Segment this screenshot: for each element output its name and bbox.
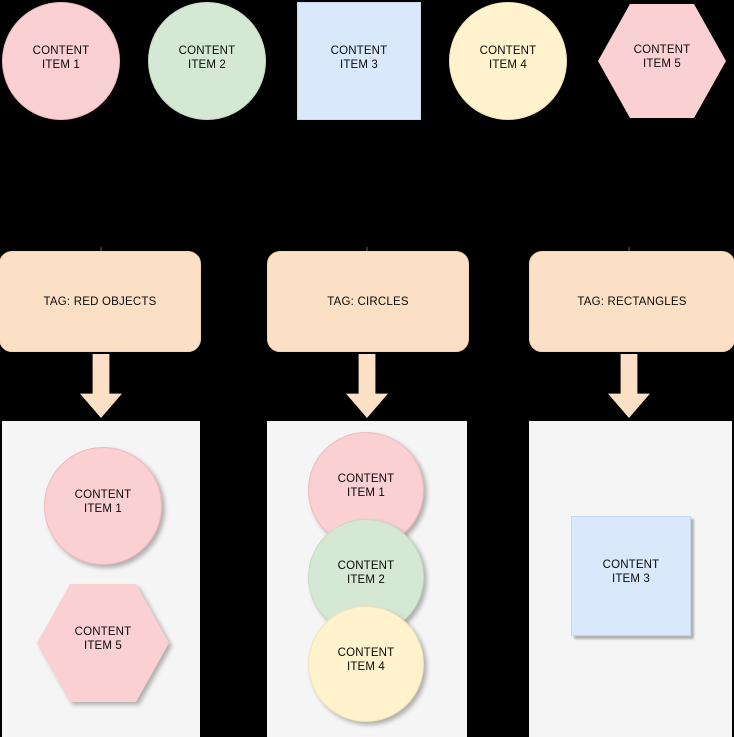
source-item-4[interactable]: CONTENT ITEM 4: [449, 2, 567, 120]
source-item-1[interactable]: CONTENT ITEM 1: [2, 2, 120, 120]
result-item-1-2[interactable]: CONTENT ITEM 5: [37, 584, 169, 702]
arrow-down-icon-rectangles: [608, 354, 650, 418]
tag-circles-label: TAG: CIRCLES: [327, 295, 409, 308]
source-item-4-label: CONTENT ITEM 4: [479, 45, 537, 71]
tag-circles[interactable]: TAG: CIRCLES: [267, 251, 469, 352]
tag-red-objects[interactable]: TAG: RED OBJECTS: [0, 251, 201, 352]
source-item-3[interactable]: CONTENT ITEM 3: [297, 2, 421, 120]
tag-rectangles-label: TAG: RECTANGLES: [577, 295, 687, 308]
source-item-3-label: CONTENT ITEM 3: [330, 45, 388, 71]
connector-nub-2: [366, 247, 368, 251]
circle-shape: [308, 606, 424, 722]
hexagon-shape: [37, 584, 169, 702]
source-item-2[interactable]: CONTENT ITEM 2: [148, 2, 266, 120]
tag-rectangles[interactable]: TAG: RECTANGLES: [529, 251, 734, 352]
source-item-1-label: CONTENT ITEM 1: [32, 45, 90, 71]
source-item-2-label: CONTENT ITEM 2: [178, 45, 236, 71]
connector-nub-3: [628, 247, 630, 251]
result-item-2-3[interactable]: CONTENT ITEM 4: [308, 606, 424, 722]
result-item-1-1[interactable]: CONTENT ITEM 1: [44, 447, 162, 565]
arrow-down-icon-red-objects: [80, 354, 122, 418]
source-item-5[interactable]: CONTENT ITEM 5: [598, 4, 726, 118]
connector-nub-1: [100, 247, 102, 251]
hexagon-shape: [598, 4, 726, 118]
arrow-down-icon-circles: [346, 354, 388, 418]
panel-rectangles: CONTENT ITEM 3: [529, 421, 732, 737]
circle-shape: [44, 447, 162, 565]
result-item-3-1[interactable]: CONTENT ITEM 3: [571, 516, 691, 636]
rectangle-shape: [571, 516, 691, 636]
tag-red-objects-label: TAG: RED OBJECTS: [43, 295, 157, 308]
panel-red-objects: CONTENT ITEM 1 CONTENT ITEM 5: [2, 421, 200, 737]
panel-circles: CONTENT ITEM 1 CONTENT ITEM 2 CONTENT IT…: [267, 421, 467, 737]
